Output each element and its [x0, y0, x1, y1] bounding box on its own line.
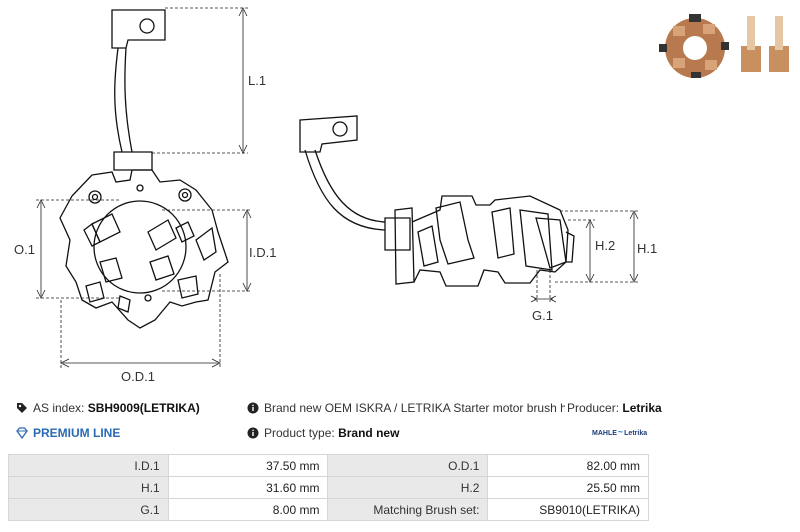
table-row: H.1 31.60 mm H.2 25.50 mm [8, 476, 649, 499]
brand-logo-right: Letrika [624, 430, 648, 437]
description-line: Brand new OEM ISKRA / LETRIKA Starter mo… [247, 401, 649, 415]
dim-label-id1: I.D.1 [249, 245, 276, 260]
brand-logo-left: MAHLE [592, 430, 617, 437]
lead-wire [114, 47, 123, 153]
dim-label-h1: H.1 [637, 241, 657, 256]
tag-icon [17, 403, 27, 413]
spec-label: H.2 [327, 476, 489, 499]
as-index-value: SBH9009(LETRIKA) [87, 401, 200, 415]
spec-value: SB9010(LETRIKA) [487, 498, 649, 521]
spec-table: I.D.1 37.50 mm O.D.1 82.00 mm H.1 31.60 … [8, 454, 649, 521]
dim-label-od1: O.D.1 [121, 369, 155, 384]
side-body [411, 195, 569, 287]
wave-icon: ~ [617, 427, 624, 437]
dim-label-o1: O.1 [14, 242, 35, 257]
table-row: I.D.1 37.50 mm O.D.1 82.00 mm [8, 454, 649, 477]
technical-drawing: L.1 O.1 I.D.1 O.D.1 H.2 H.1 G.1 [14, 7, 657, 384]
spec-value: 82.00 mm [487, 454, 649, 477]
brand-logo: MAHLE~Letrika [592, 427, 647, 437]
table-row: G.1 8.00 mm Matching Brush set: SB9010(L… [8, 498, 649, 521]
product-type-line: Product type: Brand new [247, 426, 399, 440]
as-index-line: AS index: SBH9009(LETRIKA) [16, 401, 200, 415]
spec-label: H.1 [8, 476, 169, 499]
as-index-label: AS index: [33, 401, 85, 415]
premium-line: PREMIUM LINE [16, 426, 120, 440]
inner-bore [93, 200, 187, 294]
spec-label: Matching Brush set: [327, 498, 489, 521]
product-type-value: Brand new [338, 426, 400, 440]
spec-value: 31.60 mm [167, 476, 329, 499]
producer-label: Producer: [567, 401, 620, 415]
dim-label-g1: G.1 [532, 308, 553, 323]
brush-holder-body [59, 169, 229, 329]
spec-value: 25.50 mm [487, 476, 649, 499]
spec-value: 8.00 mm [167, 498, 329, 521]
description-text: Brand new OEM ISKRA / LETRIKA Starter mo… [264, 401, 594, 415]
product-photo [659, 14, 789, 78]
dim-label-h2: H.2 [595, 238, 615, 253]
spec-value: 37.50 mm [167, 454, 329, 477]
diamond-icon [16, 427, 28, 439]
info-icon [247, 402, 259, 414]
dim-label-l1: L.1 [248, 73, 266, 88]
producer-value: Letrika [622, 401, 662, 415]
info-icon [247, 427, 259, 439]
terminal-lug [111, 9, 166, 49]
spec-label: I.D.1 [8, 454, 169, 477]
side-terminal-lug [299, 115, 358, 153]
product-type-label: Product type: [264, 426, 335, 440]
producer-line: Producer: Letrika [565, 401, 662, 415]
premium-label: PREMIUM LINE [33, 426, 121, 440]
spec-label: O.D.1 [327, 454, 489, 477]
spec-label: G.1 [8, 498, 169, 521]
